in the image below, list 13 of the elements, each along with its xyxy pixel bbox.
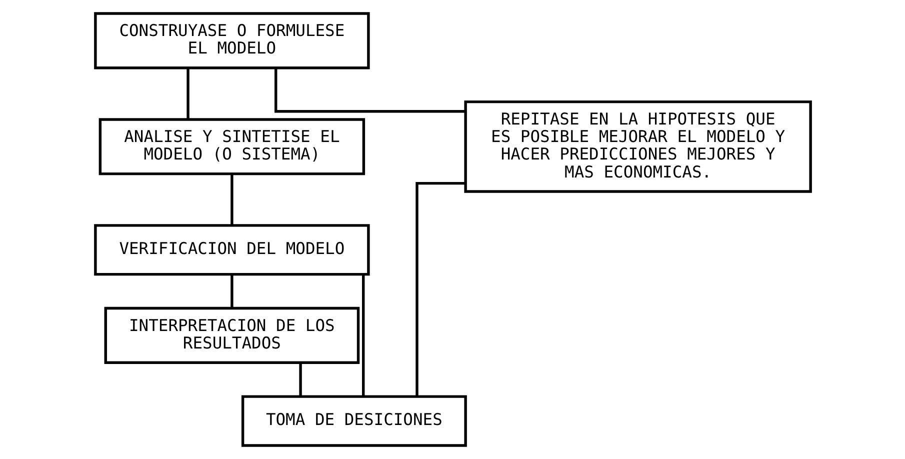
connector <box>362 274 364 397</box>
node-box: REPITASE EN LA HIPOTESIS QUE ES POSIBLE MEJORAR EL MODELO Y HACER PREDICCIONES MEJORES Y MAS ECONOMICAS. <box>464 100 812 193</box>
connector <box>230 274 233 308</box>
connector <box>274 68 465 113</box>
connector <box>186 68 189 120</box>
node-box: VERIFICACION DEL MODELO <box>94 224 370 276</box>
node-box: INTERPRETACION DE LOS RESULTADOS <box>104 306 360 364</box>
node-box: CONSTRUYASE O FORMULESE EL MODELO <box>94 12 370 70</box>
node-box: ANALISE Y SINTETISE EL MODELO (O SISTEMA) <box>98 118 365 176</box>
connector <box>230 174 233 226</box>
connector <box>298 363 302 396</box>
connector <box>415 182 466 396</box>
node-box: TOMA DE DESICIONES <box>240 395 466 447</box>
